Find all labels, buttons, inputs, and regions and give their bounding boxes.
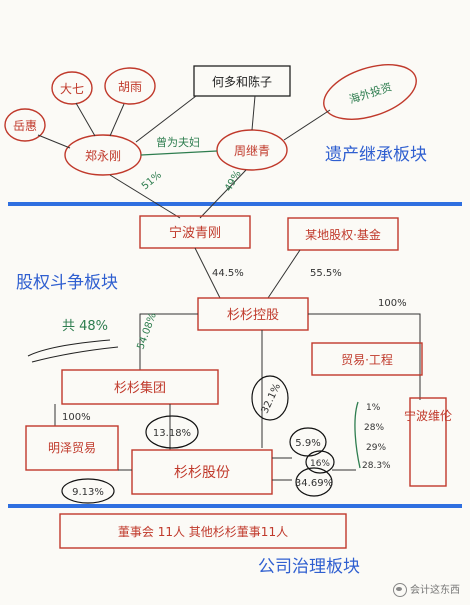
label-couple: 曾为夫妇: [156, 135, 200, 149]
label-fan: 何多和陈子: [212, 74, 272, 89]
box-hengzhou: [25, 425, 119, 471]
box-fund: [287, 217, 399, 251]
oval-overseas: [323, 64, 417, 120]
edge-ningbo-holding: [194, 247, 221, 299]
pct-5-9: 5.9%: [295, 438, 320, 449]
pct-54-08: 54.08%: [135, 311, 158, 351]
pct-100-b: 100%: [62, 412, 91, 423]
label-hengzhou: 明泽贸易: [48, 441, 96, 455]
circle-13-18: [145, 415, 199, 449]
wechat-icon: [393, 583, 407, 597]
small-pct-3: 29%: [366, 443, 386, 453]
pct-51: 51%: [140, 170, 164, 193]
label-famille-3: 胡雨: [118, 80, 142, 94]
label-zheng: 郑永刚: [85, 148, 121, 163]
box-shares: [131, 449, 273, 495]
pct-13-18: 13.18%: [153, 428, 191, 439]
underline-cross: [27, 339, 119, 363]
box-group: [61, 369, 219, 405]
edge-zheng-ningbo: [109, 174, 181, 219]
label-ningbo-right: 宁波维伦: [404, 408, 452, 423]
label-cross: 共 48%: [62, 319, 108, 334]
bracket-right: [354, 401, 361, 469]
label-section-inheritance: 遗产继承板块: [325, 145, 427, 165]
edge-f3-zheng: [109, 103, 125, 137]
box-ningbo-right: [409, 397, 447, 487]
pct-34-69: 34.69%: [295, 478, 333, 489]
label-fund: 某地股权·基金: [305, 227, 381, 242]
label-famille-2: 大七: [60, 82, 84, 96]
label-ningbo-qing: 宁波青刚: [169, 225, 221, 241]
edge-zhou-ningbo: [199, 169, 247, 219]
edge-f2-zheng: [75, 102, 96, 137]
circle-16: [305, 450, 335, 474]
watermark-text: 会计这东西: [410, 585, 460, 596]
edge-f1-zheng: [37, 134, 71, 149]
small-pct-4: 28.3%: [362, 461, 391, 471]
label-fin: 贸易·工程: [341, 352, 393, 367]
label-group: 杉杉集团: [114, 380, 166, 396]
circle-34-69: [295, 467, 333, 497]
label-shares: 杉杉股份: [174, 465, 230, 481]
edge-couple: [140, 150, 218, 156]
pct-100-a: 100%: [378, 298, 407, 309]
oval-famille-1: [4, 108, 46, 142]
label-board: 董事会 11人 其他杉杉董事11人: [118, 525, 288, 539]
pct-55-5: 55.5%: [310, 268, 342, 279]
box-board: [59, 513, 347, 549]
small-pct-1: 1%: [366, 403, 381, 413]
edge-fund-holding: [267, 249, 301, 299]
box-fin: [311, 342, 423, 376]
label-overseas: 海外投资: [347, 79, 393, 106]
watermark: 会计这东西: [393, 581, 460, 597]
box-fan: [193, 65, 291, 97]
small-pct-2: 28%: [364, 423, 384, 433]
edge-holding-group: [139, 313, 198, 370]
oval-famille-2: [51, 71, 93, 105]
edge-holding-right: [308, 313, 421, 400]
label-famille-1: 岳惠: [13, 119, 37, 133]
edge-zhou-overseas: [283, 109, 331, 141]
pct-32-1: 32.1%: [260, 382, 283, 415]
pct-44-5: 44.5%: [212, 268, 244, 279]
pct-49: 49%: [223, 169, 244, 194]
circle-9-13: [61, 478, 115, 504]
label-section-governance: 公司治理板块: [258, 557, 360, 577]
label-section-equity: 股权斗争板块: [16, 273, 118, 293]
label-holding: 杉杉控股: [227, 308, 279, 323]
edge-fan-zheng: [135, 95, 197, 143]
label-zhou: 周继青: [234, 144, 270, 158]
circle-32-1: [251, 375, 289, 421]
oval-famille-3: [104, 67, 156, 105]
pct-16: 16%: [310, 459, 330, 469]
edge-fan-zhou: [251, 95, 256, 131]
pct-9-13: 9.13%: [72, 487, 104, 498]
